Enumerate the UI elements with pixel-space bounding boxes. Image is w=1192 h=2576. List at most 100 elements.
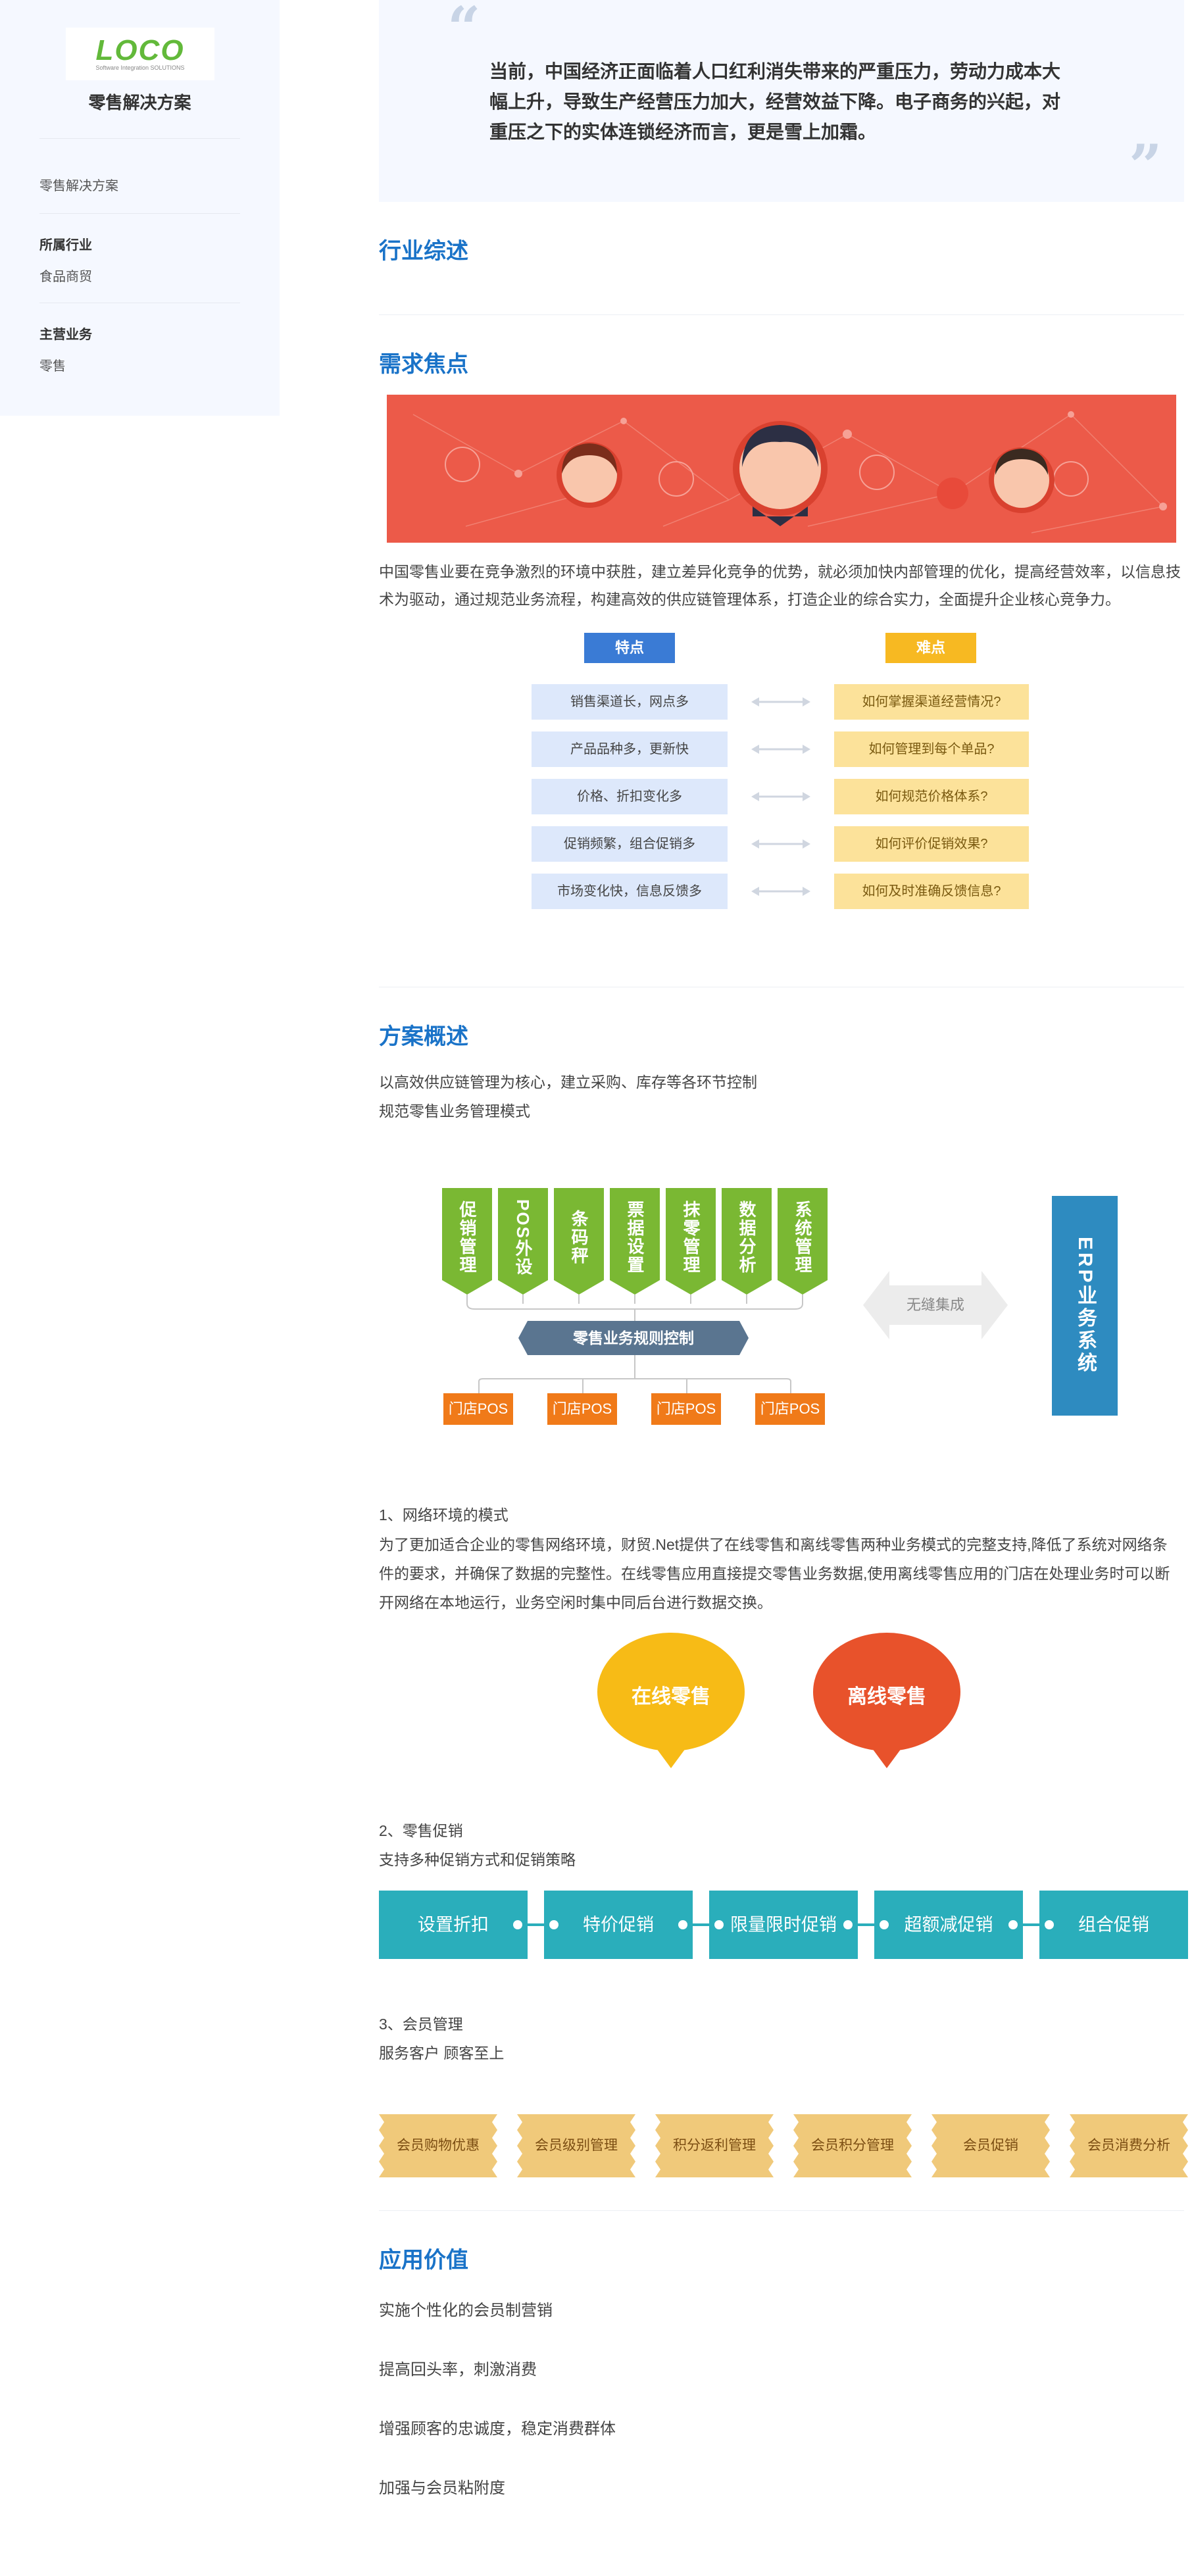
member-item[interactable]: 会员消费分析 xyxy=(1070,2114,1188,2177)
offline-retail: 离线零售 xyxy=(847,1686,926,1708)
member-item[interactable]: 会员积分管理 xyxy=(793,2114,912,2177)
feature-item: 销售渠道长，网点多 xyxy=(532,684,728,720)
module-6[interactable]: 数据分析 xyxy=(722,1188,772,1295)
integration-arrow xyxy=(863,1271,1008,1339)
integration-label: 无缝集成 xyxy=(906,1297,964,1313)
focus-paragraph: 中国零售业要在竞争激烈的环境中获胜，建立差异化竞争的优势，就必须加快内部管理的优… xyxy=(379,563,1181,608)
divider xyxy=(39,213,240,214)
store-pos[interactable]: 门店POS xyxy=(547,1393,617,1425)
logo-subtitle: Software Integration SOLUTIONS xyxy=(95,64,185,71)
focus-banner-image xyxy=(387,395,1176,543)
promo-label: 组合促销 xyxy=(1078,1915,1149,1935)
network-paragraph: 为了更加适合企业的零售网络环境，财贸.Net提供了在线零售和离线零售两种业务模式… xyxy=(379,1536,1170,1611)
connector-dot-icon xyxy=(549,1920,559,1929)
rule-control-shape xyxy=(518,1321,749,1355)
member-item[interactable]: 会员促销 xyxy=(931,2114,1050,2177)
feature-item: 促销频繁，组合促销多 xyxy=(532,826,728,862)
section-title-overview: 行业综述 xyxy=(379,239,468,264)
network-title: 1、网络环境的模式 xyxy=(379,1506,509,1523)
promo-label: 设置折扣 xyxy=(418,1915,489,1935)
member-label: 会员购物优惠 xyxy=(397,2138,480,2153)
module-label: 票据设置 xyxy=(625,1201,645,1274)
member-subtitle: 服务客户 顾客至上 xyxy=(379,2044,505,2062)
store-pos[interactable]: 门店POS xyxy=(443,1393,513,1425)
promo-connector xyxy=(691,1923,709,1926)
promo-item[interactable]: 超额减促销 xyxy=(874,1891,1023,1959)
module-4[interactable]: 票据设置 xyxy=(610,1188,660,1295)
erp-label: ERP业务系统 xyxy=(1074,1237,1096,1375)
rule-control: 零售业务规则控制 xyxy=(573,1329,694,1347)
difficulty-item: 如何评价促销效果? xyxy=(834,826,1029,862)
module-3[interactable]: 条码秤 xyxy=(554,1188,604,1295)
member-label: 会员消费分析 xyxy=(1087,2138,1170,2153)
online-offline-bubbles xyxy=(597,1633,960,1768)
promo-item[interactable]: 组合促销 xyxy=(1039,1891,1188,1959)
open-quote-icon: “ xyxy=(447,0,481,62)
section-title-solution: 方案概述 xyxy=(379,1024,468,1049)
double-arrow-icon xyxy=(751,695,810,708)
connector-dot-icon xyxy=(1008,1920,1018,1929)
promo-connector xyxy=(1022,1923,1039,1926)
value-item: 增强顾客的忠诚度，稳定消费群体 xyxy=(379,2420,616,2438)
double-arrow-icon xyxy=(751,790,810,803)
solution-line-2: 规范零售业务管理模式 xyxy=(379,1102,530,1120)
double-arrow-icon xyxy=(751,743,810,756)
promo-subtitle: 支持多种促销方式和促销策略 xyxy=(379,1851,576,1868)
feature-item: 市场变化快，信息反馈多 xyxy=(532,874,728,909)
value-item: 提高回头率，刺激消费 xyxy=(379,2361,537,2379)
close-quote-icon: ” xyxy=(1129,132,1162,200)
difficulty-item: 如何规范价格体系? xyxy=(834,779,1029,814)
module-label: 促销管理 xyxy=(457,1201,477,1274)
member-item[interactable]: 会员级别管理 xyxy=(517,2114,635,2177)
promo-label: 限量限时促销 xyxy=(730,1915,837,1935)
feature-item: 价格、折扣变化多 xyxy=(532,779,728,814)
member-label: 会员级别管理 xyxy=(535,2138,618,2153)
promo-label: 特价促销 xyxy=(583,1915,654,1935)
connector-dot-icon xyxy=(1045,1920,1054,1929)
industry-label: 所属行业 xyxy=(39,238,92,253)
difficulty-item: 如何管理到每个单品? xyxy=(834,731,1029,767)
solution-line-1: 以高效供应链管理为核心，建立采购、库存等各环节控制 xyxy=(379,1074,757,1091)
module-2[interactable]: POS外设 xyxy=(498,1188,548,1295)
divider xyxy=(39,138,240,139)
promo-label: 超额减促销 xyxy=(904,1915,993,1935)
connector-dot-icon xyxy=(678,1920,687,1929)
connector-lines xyxy=(466,1295,803,1393)
logo: LOCO Software Integration SOLUTIONS xyxy=(66,28,214,80)
difficulty-item: 如何及时准确反馈信息? xyxy=(834,874,1029,909)
store-pos[interactable]: 门店POS xyxy=(755,1393,825,1425)
difficulty-item: 如何掌握渠道经营情况? xyxy=(834,684,1029,720)
value-item: 实施个性化的会员制营销 xyxy=(379,2302,553,2319)
banner-illustration xyxy=(412,411,1167,533)
module-label: 抹零管理 xyxy=(681,1201,701,1274)
industry-value: 食品商贸 xyxy=(39,270,92,284)
section-title-focus: 需求焦点 xyxy=(379,352,468,377)
promo-item[interactable]: 特价促销 xyxy=(544,1891,693,1959)
section-title-value: 应用价值 xyxy=(379,2248,468,2273)
feature-item: 产品品种多，更新快 xyxy=(532,731,728,767)
logo-text: LOCO xyxy=(95,34,185,66)
member-item[interactable]: 积分返利管理 xyxy=(655,2114,774,2177)
promo-item[interactable]: 限量限时促销 xyxy=(709,1891,858,1959)
sidebar-breadcrumb[interactable]: 零售解决方案 xyxy=(39,179,118,193)
double-arrow-icon xyxy=(751,837,810,851)
promo-item[interactable]: 设置折扣 xyxy=(379,1891,528,1959)
sidebar-title: 零售解决方案 xyxy=(88,93,191,112)
connector-dot-icon xyxy=(513,1920,522,1929)
connector-dot-icon xyxy=(843,1920,853,1929)
member-label: 积分返利管理 xyxy=(673,2138,756,2153)
features-tag: 特点 xyxy=(584,633,675,663)
value-item: 加强与会员粘附度 xyxy=(379,2479,505,2497)
member-label: 会员促销 xyxy=(963,2138,1018,2153)
module-7[interactable]: 系统管理 xyxy=(778,1188,828,1295)
module-label: 条码秤 xyxy=(569,1210,589,1265)
module-label: POS外设 xyxy=(513,1199,533,1276)
module-5[interactable]: 抹零管理 xyxy=(666,1188,716,1295)
business-label: 主营业务 xyxy=(39,328,92,342)
promo-title: 2、零售促销 xyxy=(379,1822,463,1839)
double-arrow-icon xyxy=(751,885,810,898)
module-1[interactable]: 促销管理 xyxy=(442,1188,492,1295)
member-item[interactable]: 会员购物优惠 xyxy=(379,2114,497,2177)
store-pos[interactable]: 门店POS xyxy=(651,1393,721,1425)
erp-system: ERP业务系统 xyxy=(1052,1196,1118,1416)
